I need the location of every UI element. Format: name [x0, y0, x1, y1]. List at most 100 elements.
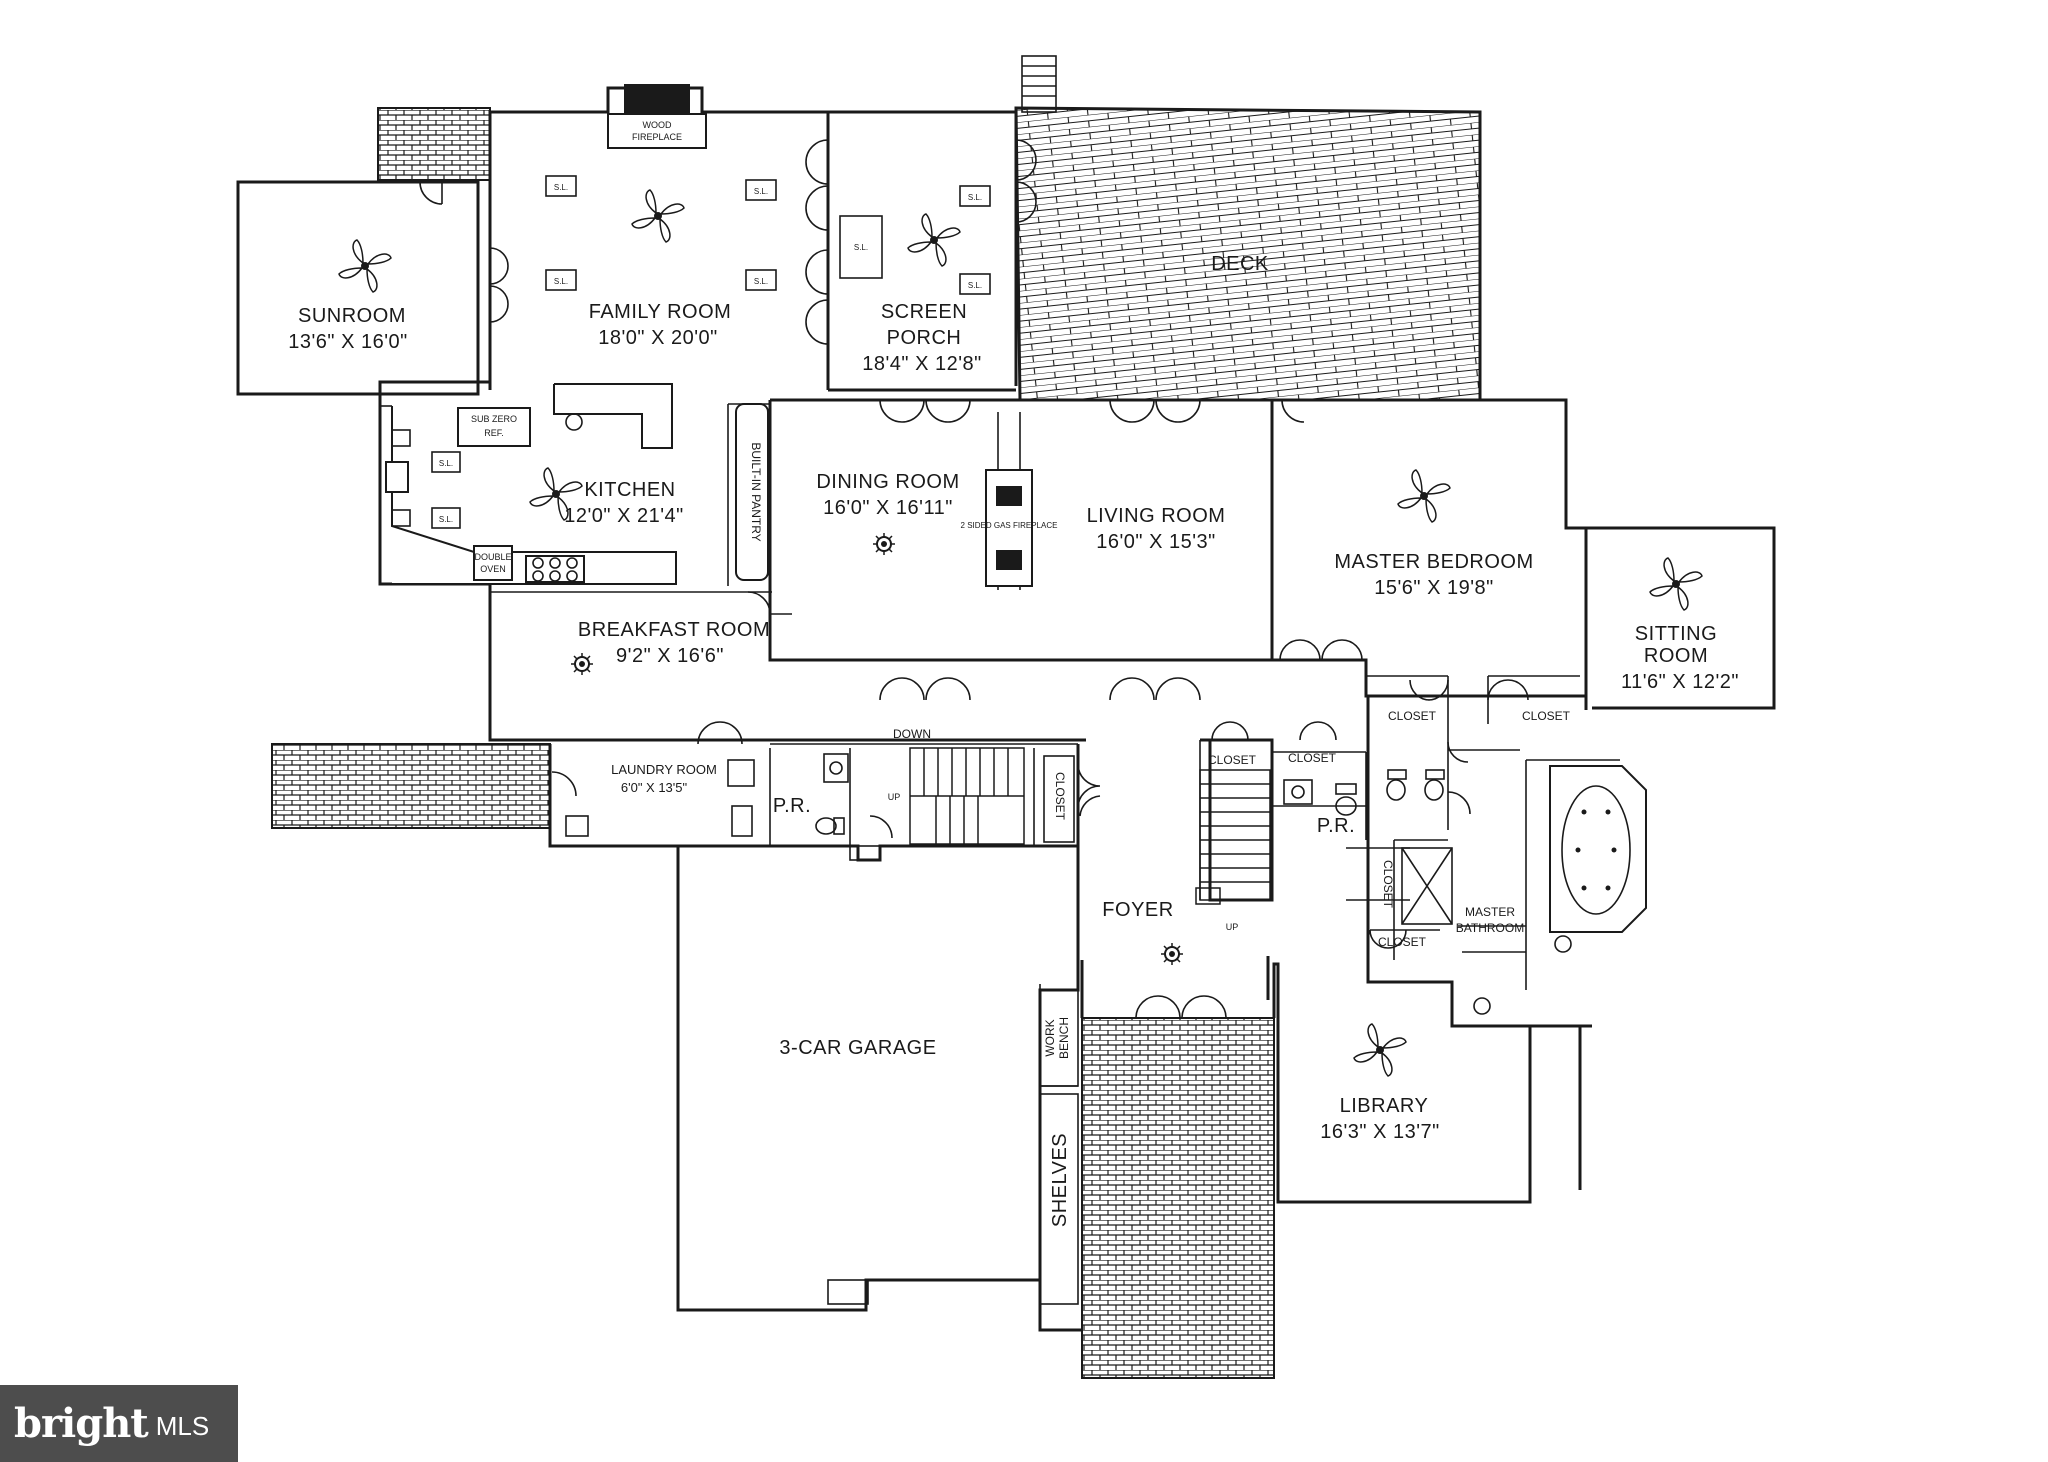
fan-icon-sunroom: [338, 239, 392, 293]
room-name-sunroom: SUNROOM: [298, 305, 406, 327]
closet-label-5: CLOSET: [1053, 772, 1067, 821]
closet-label-1: CLOSET: [1388, 709, 1437, 723]
sub-zero-label-1: SUB ZERO: [471, 414, 517, 424]
room-dim-living: 16'0" X 15'3": [1096, 531, 1216, 553]
powder-room-label-2: P.R.: [1317, 815, 1355, 837]
fan-icon-family-room: [631, 189, 685, 243]
light-icon-foyer: [1160, 942, 1184, 966]
gas-fireplace-box-1: [996, 486, 1022, 506]
brick-walk-front: [1081, 1017, 1275, 1379]
fan-icon-sitting-room: [1649, 557, 1703, 611]
wood-fireplace-label-1: WOOD: [643, 120, 672, 130]
room-name-master-bath-2: BATHROOM: [1456, 921, 1524, 935]
gas-fireplace-box-2: [996, 550, 1022, 570]
kitchen-prep-sink: [565, 413, 583, 431]
closet-label-3: CLOSET: [1208, 753, 1257, 767]
room-name-library: LIBRARY: [1340, 1095, 1429, 1117]
skylight-label-3: S.L.: [554, 277, 568, 286]
brick-patio-upper: [377, 107, 491, 181]
room-name-sitting-1: SITTING: [1635, 623, 1717, 645]
work-bench: [1039, 989, 1079, 1087]
room-dim-laundry: 6'0" X 13'5": [621, 780, 688, 795]
deck-stairs: [1021, 55, 1057, 113]
closet-label-7: CLOSET: [1378, 935, 1427, 949]
room-dim-sunroom: 13'6" X 16'0": [288, 331, 408, 353]
closet-label-4: CLOSET: [1288, 751, 1337, 765]
kitchen-sink: [385, 461, 409, 493]
fireplace-hearth: [607, 113, 707, 149]
garage-shelves: [1039, 1093, 1079, 1305]
tub-jets: [1575, 809, 1617, 891]
wood-fireplace-label-2: FIREPLACE: [632, 132, 682, 142]
sub-zero-label-2: REF.: [484, 428, 504, 438]
hall-closet-box: [1043, 755, 1075, 843]
closet-label-2: CLOSET: [1522, 709, 1571, 723]
garage-step: [849, 845, 881, 861]
room-name-family: FAMILY ROOM: [589, 301, 732, 323]
master-tub: [1561, 785, 1631, 915]
built-in-pantry-label: BUILT-IN PANTRY: [749, 442, 763, 541]
sub-zero-ref: [457, 407, 531, 447]
room-name-kitchen: KITCHEN: [584, 479, 675, 501]
fan-icon-screen-porch: [907, 213, 961, 267]
foyer-stairs: [1195, 769, 1271, 905]
closet-label-6: CLOSET: [1381, 860, 1395, 909]
double-oven-label-2: OVEN: [480, 564, 506, 574]
fixtures: [391, 429, 1445, 837]
skylight-label-5: S.L.: [968, 193, 982, 202]
master-shower: [1401, 847, 1453, 925]
skylight-label-8: S.L.: [439, 459, 453, 468]
watermark-brand: bright: [14, 1400, 149, 1447]
master-tub-surround: [1549, 765, 1647, 933]
skylight-label-2: S.L.: [754, 187, 768, 196]
room-name-sitting-2: ROOM: [1644, 645, 1708, 667]
room-dim-library: 16'3" X 13'7": [1320, 1121, 1440, 1143]
powder-room-label-1: P.R.: [773, 795, 811, 817]
light-icon-breakfast: [570, 652, 594, 676]
room-name-deck: DECK: [1211, 253, 1269, 275]
room-dim-family: 18'0" X 20'0": [598, 327, 718, 349]
room-name-living: LIVING ROOM: [1087, 505, 1226, 527]
double-oven: [473, 545, 513, 581]
room-dim-sitting: 11'6" X 12'2": [1621, 671, 1739, 693]
room-name-foyer: FOYER: [1102, 899, 1173, 921]
deck-stair-treads: [1022, 65, 1056, 97]
kitchen-island: [553, 383, 673, 449]
room-name-master-bath-1: MASTER: [1465, 905, 1515, 919]
stair-up-label-1: UP: [888, 792, 901, 802]
cooktop: [525, 555, 585, 583]
built-in-pantry: [735, 403, 769, 581]
door-swings: [419, 139, 1529, 1019]
skylight-label-1: S.L.: [554, 183, 568, 192]
exterior-walls: [236, 86, 1776, 1332]
room-name-dining: DINING ROOM: [816, 471, 959, 493]
room-dim-master: 15'6" X 19'8": [1374, 577, 1494, 599]
brick-walk-left: [271, 743, 551, 829]
room-name-master: MASTER BEDROOM: [1334, 551, 1533, 573]
skylight-markers: S.L. S.L. S.L. S.L. S.L. S.L. S.L. S.L. …: [431, 175, 991, 529]
watermark-suffix: MLS: [155, 1411, 210, 1441]
double-oven-label-1: DOUBLE: [474, 552, 511, 562]
room-name-screen-porch-2: PORCH: [887, 327, 962, 349]
shower-cross: [1401, 847, 1453, 925]
kitchen-counter: [391, 406, 677, 585]
vanity-sink-2: [1473, 997, 1491, 1015]
work-bench-label-2: BENCH: [1057, 1017, 1071, 1059]
room-dim-kitchen: 12'0" X 21'4": [564, 505, 684, 527]
gas-fireplace-label: 2 SIDED GAS FIREPLACE: [961, 521, 1058, 530]
shelves-label: SHELVES: [1049, 1133, 1071, 1227]
stair-up-label-2: UP: [1226, 922, 1239, 932]
room-dim-screen-porch: 18'4" X 12'8": [862, 353, 982, 375]
skylight-label-6: S.L.: [968, 281, 982, 290]
fan-icon-master-bedroom: [1397, 469, 1451, 523]
main-stairs: [909, 747, 1025, 845]
light-icon-dining: [872, 532, 896, 556]
cooktop-burners: [532, 557, 578, 582]
skylight-label-4: S.L.: [754, 277, 768, 286]
room-name-breakfast: BREAKFAST ROOM: [578, 619, 770, 641]
room-name-screen-porch-1: SCREEN: [881, 301, 967, 323]
room-dim-breakfast: 9'2" X 16'6": [616, 645, 724, 667]
fan-icon-library: [1353, 1023, 1407, 1077]
skylight-label-7: S.L.: [854, 243, 868, 252]
